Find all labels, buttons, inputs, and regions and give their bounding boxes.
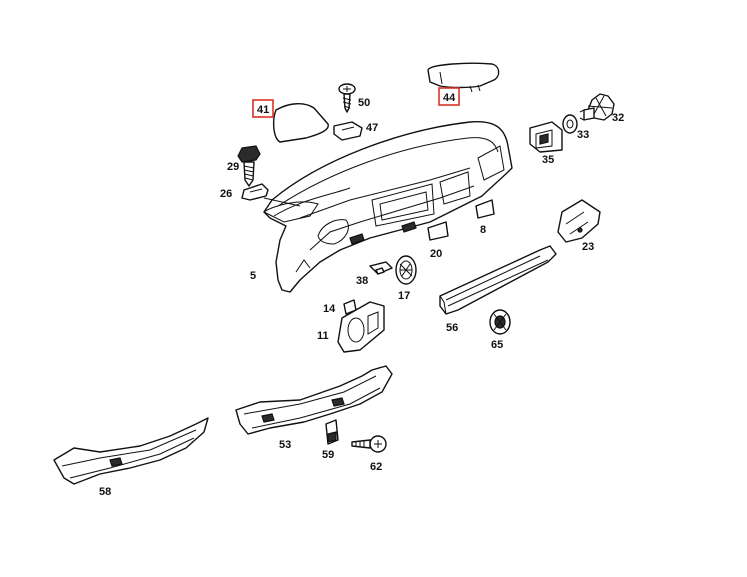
part-17-round-vent[interactable] — [395, 255, 417, 285]
part-50-screw[interactable] — [338, 83, 356, 113]
label-59: 59 — [322, 449, 334, 461]
label-62: 62 — [370, 461, 382, 473]
label-65: 65 — [491, 339, 503, 351]
label-17: 17 — [398, 290, 410, 302]
label-11: 11 — [317, 330, 329, 342]
label-58: 58 — [99, 486, 111, 498]
part-11-vent-housing[interactable] — [337, 301, 385, 353]
label-38: 38 — [356, 275, 368, 287]
part-56-trim-strip[interactable] — [439, 245, 557, 315]
label-53: 53 — [279, 439, 291, 451]
part-58-lower-left-panel[interactable] — [53, 417, 209, 485]
part-65-fastener[interactable] — [489, 309, 511, 335]
part-20-cover[interactable] — [427, 221, 449, 241]
part-62-screw[interactable] — [351, 435, 387, 453]
label-26: 26 — [220, 188, 232, 200]
label-20: 20 — [430, 248, 442, 260]
label-32: 32 — [612, 112, 624, 124]
part-26-bracket[interactable] — [241, 183, 269, 201]
label-14: 14 — [323, 303, 336, 315]
part-33-nut[interactable] — [562, 114, 578, 134]
part-53-lower-panel[interactable] — [235, 365, 393, 435]
label-23: 23 — [582, 241, 594, 253]
part-41-side-cover[interactable] — [272, 103, 329, 143]
label-56: 56 — [446, 322, 458, 334]
label-29: 29 — [227, 161, 239, 173]
part-8-small-panel[interactable] — [475, 199, 495, 219]
label-8: 8 — [480, 224, 486, 236]
part-23-bracket[interactable] — [557, 199, 601, 243]
part-labels: 41 44 50 47 29 26 5 33 32 35 8 23 20 38 … — [99, 87, 624, 498]
part-38-clip[interactable] — [369, 261, 393, 275]
label-35: 35 — [542, 154, 554, 166]
part-59-clip[interactable] — [325, 419, 339, 445]
label-33: 33 — [577, 129, 589, 141]
part-47-clip[interactable] — [333, 121, 363, 141]
label-47: 47 — [366, 122, 378, 134]
label-41-highlight-box — [252, 99, 274, 118]
label-41: 41 — [257, 104, 269, 116]
label-5: 5 — [250, 270, 256, 282]
part-29-bolt[interactable] — [237, 145, 261, 187]
part-5-dashboard[interactable] — [263, 121, 513, 293]
part-35-housing[interactable] — [529, 121, 563, 153]
part-32-gear-screw[interactable] — [579, 93, 615, 121]
leader-lines — [263, 197, 301, 207]
label-44-highlight-box — [438, 87, 460, 106]
label-44: 44 — [443, 92, 456, 104]
label-50: 50 — [358, 97, 370, 109]
